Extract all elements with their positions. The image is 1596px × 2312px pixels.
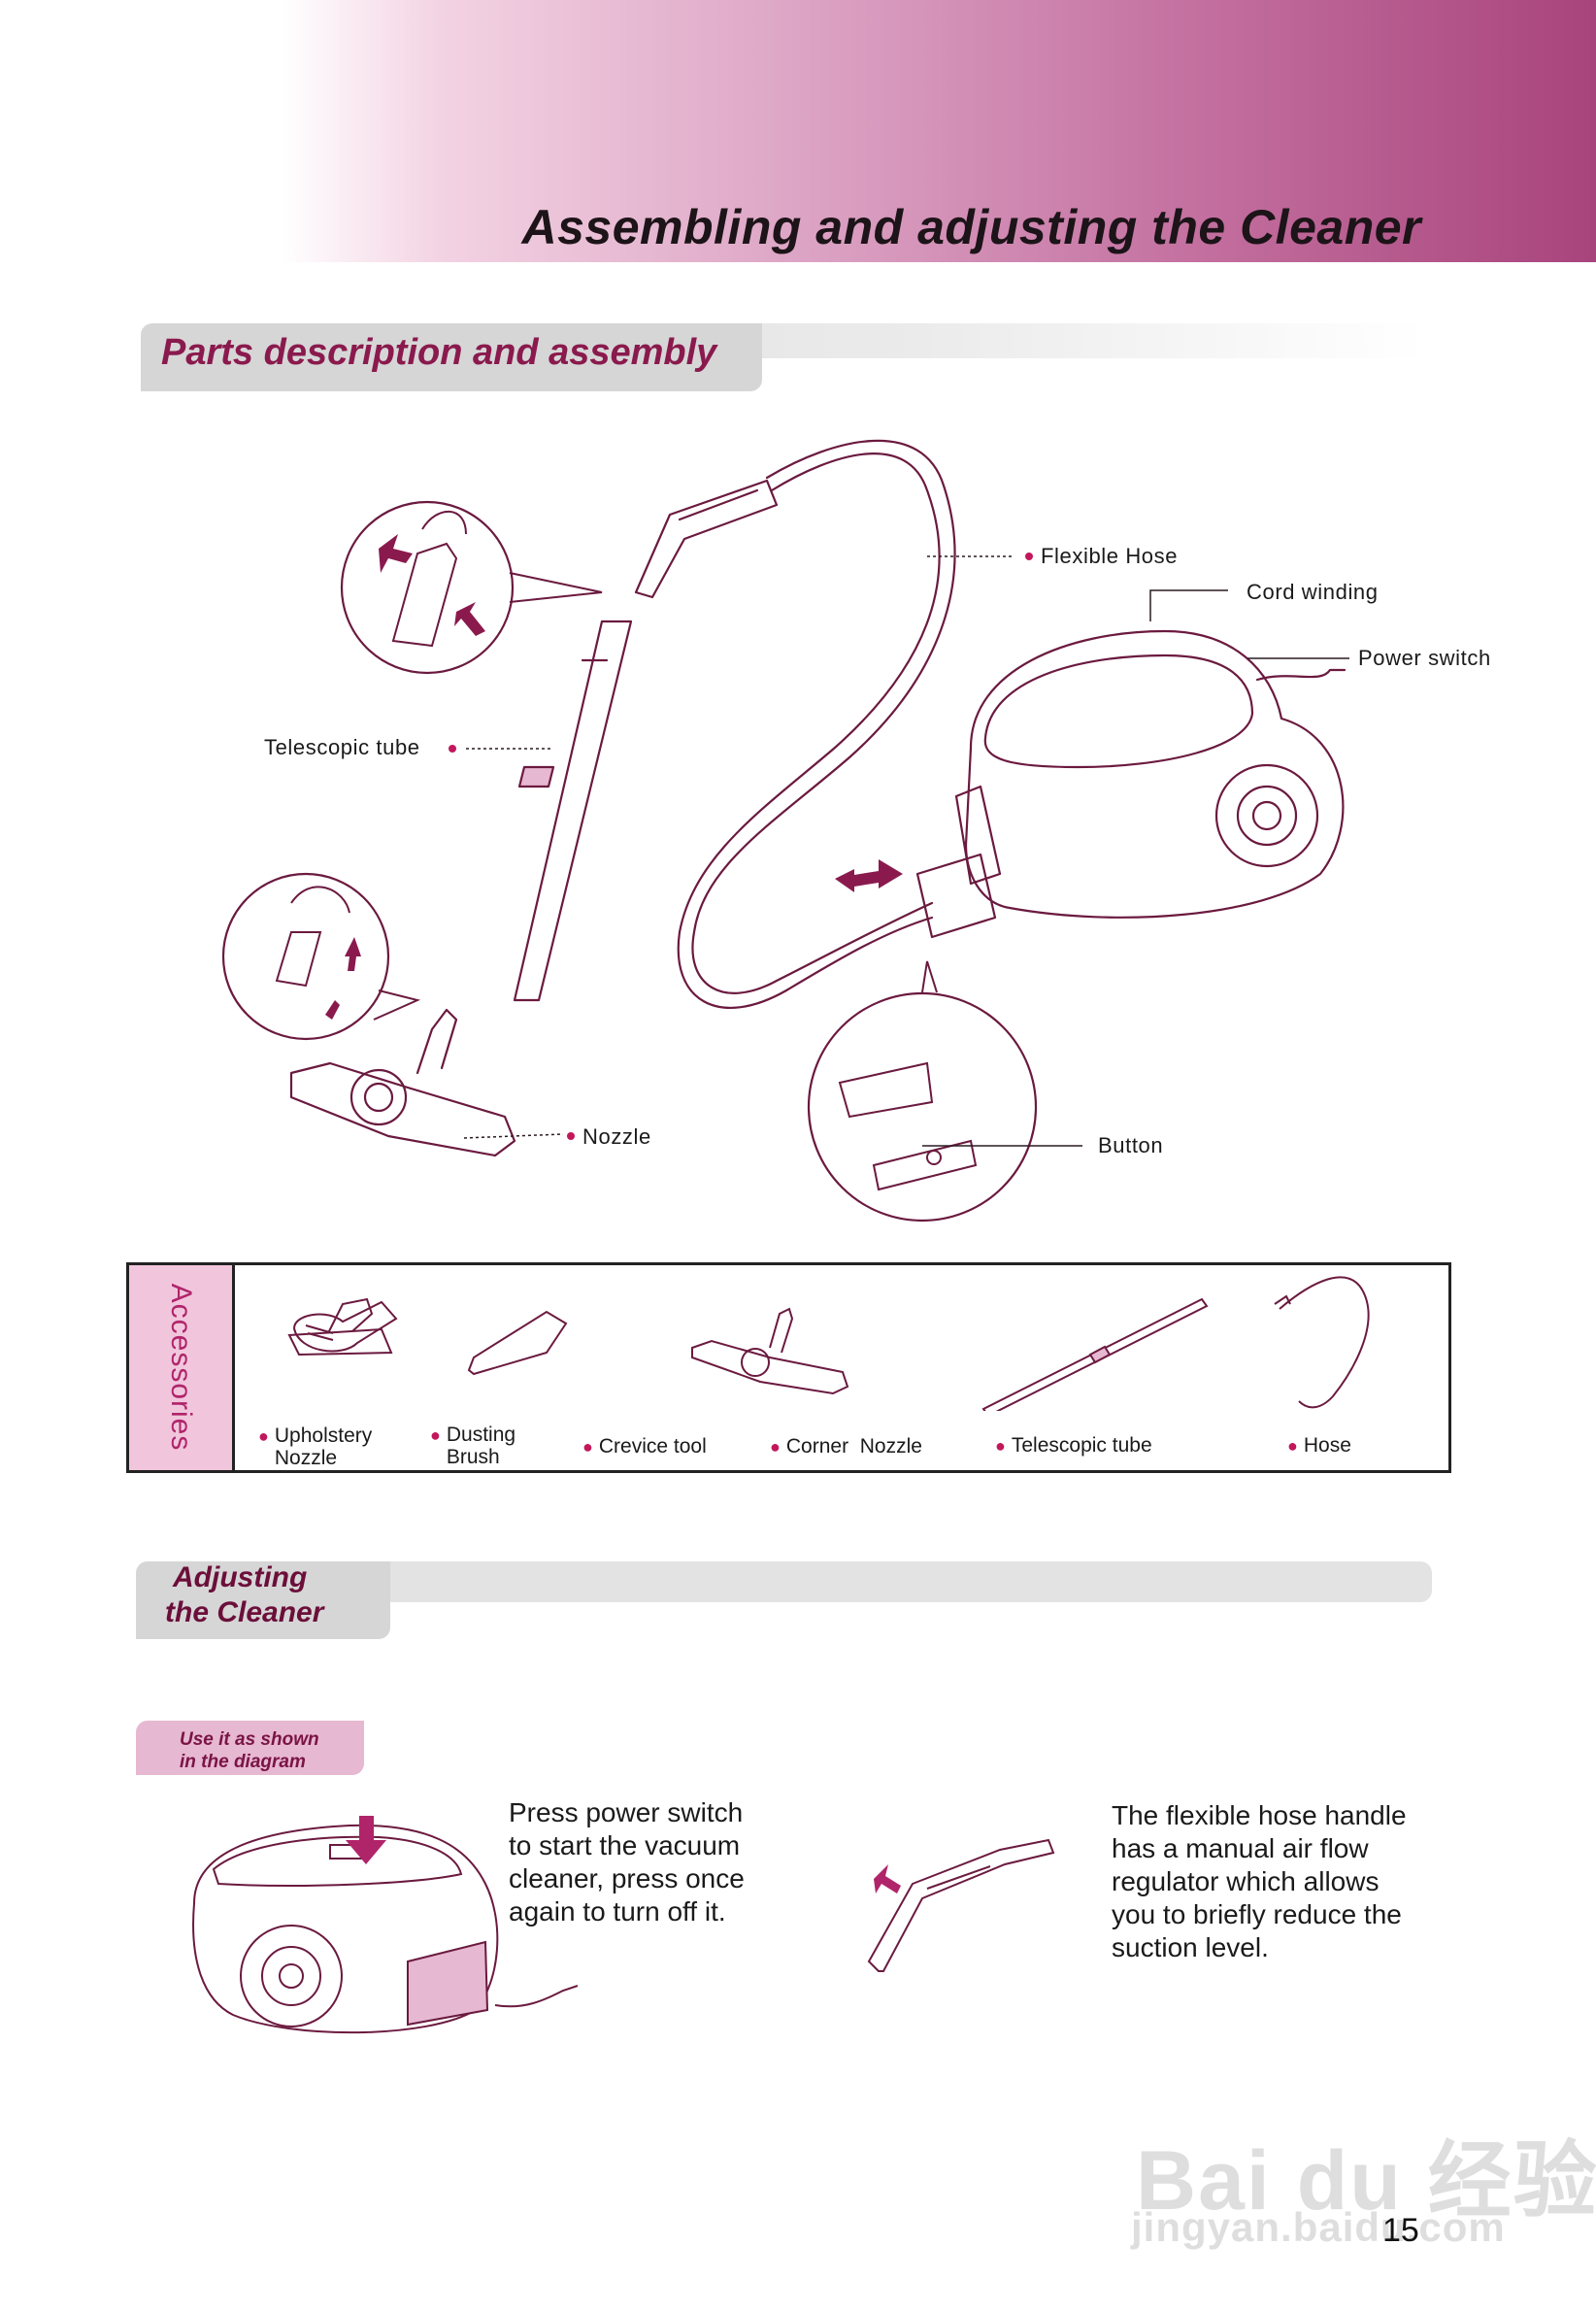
crevice-tool-icon <box>467 1310 568 1376</box>
header-band <box>282 0 1596 262</box>
section-title-adjusting-line2: the Cleaner <box>165 1596 324 1628</box>
instruction-hose-handle: The flexible hose handle has a manual ai… <box>1112 1800 1407 1962</box>
label-button: Button <box>1098 1133 1164 1157</box>
label-cord-winding: Cord winding <box>1247 580 1379 604</box>
hose-handle-illustration <box>867 1838 1055 1972</box>
section-tab-adjusting <box>136 1561 390 1639</box>
slide-arrow-icon <box>874 1864 901 1893</box>
accessories-drawings-right <box>691 1276 1370 1411</box>
page-title: Assembling and adjusting the Cleaner <box>521 200 1421 254</box>
detail-circle-button <box>807 991 1038 1223</box>
detail-circle-tube <box>221 872 390 1041</box>
corner-nozzle-icon <box>691 1339 849 1395</box>
accessory-upholstery-nozzle: ●Upholstery Nozzle <box>258 1424 373 1469</box>
dusting-brush-icon <box>292 1300 398 1353</box>
upholstery-nozzle-icon <box>287 1327 393 1357</box>
parts-diagram <box>221 439 1349 1223</box>
accessories-box: Accessories ●Upholstery Nozzle ● <box>126 1262 1451 1473</box>
label-telescopic-tube: Telescopic tube <box>264 735 420 759</box>
telescopic-tube-icon <box>981 1297 1209 1411</box>
watermark-logo: Bai du 经验 <box>1136 2134 1596 2228</box>
section-title-adjusting-line1: Adjusting <box>173 1561 308 1593</box>
watermark-url: jingyan.baidu.com <box>1131 2204 1506 2250</box>
nozzle-drawing <box>289 1061 516 1157</box>
detail-circle-handle <box>340 500 515 675</box>
label-nozzle: Nozzle <box>582 1124 651 1149</box>
instruction-power-switch: Press power switch to start the vacuum c… <box>509 1797 745 1927</box>
press-arrow-icon <box>346 1816 386 1864</box>
hose-icon <box>1279 1276 1370 1409</box>
label-power-switch: Power switch <box>1358 646 1491 670</box>
accessory-dusting-brush: ●Dusting Brush <box>430 1424 516 1468</box>
page-number: 15 <box>1382 2212 1419 2249</box>
accessories-sidebar: Accessories <box>129 1265 235 1470</box>
arrow-icon <box>345 937 361 971</box>
telescopic-tube-drawing <box>513 620 633 1002</box>
usage-badge-text: Use it as shown in the diagram <box>180 1729 319 1772</box>
section-tab-parts <box>141 323 762 391</box>
accessory-crevice-tool: ●Crevice tool <box>582 1435 707 1458</box>
label-flexible-hose: Flexible Hose <box>1041 544 1179 568</box>
hose-handle-drawing <box>634 479 779 599</box>
usage-badge: Use it as shown in the diagram <box>136 1721 364 1775</box>
accessories-drawings <box>287 1297 568 1376</box>
arrow-icon <box>454 602 485 636</box>
arrow-icon <box>835 859 903 892</box>
accessory-hose: ●Hose <box>1287 1434 1351 1457</box>
accessory-corner-nozzle: ●Corner Nozzle <box>770 1435 922 1458</box>
accessory-telescopic-tube: ●Telescopic tube <box>995 1434 1152 1457</box>
section-title-parts: Parts description and assembly <box>161 332 717 373</box>
vacuum-body-drawing <box>964 629 1345 919</box>
power-switch-illustration <box>192 1816 579 2034</box>
flexible-hose-drawing <box>677 452 941 1009</box>
arrow-icon <box>379 534 413 573</box>
arrow-icon <box>325 1000 340 1020</box>
